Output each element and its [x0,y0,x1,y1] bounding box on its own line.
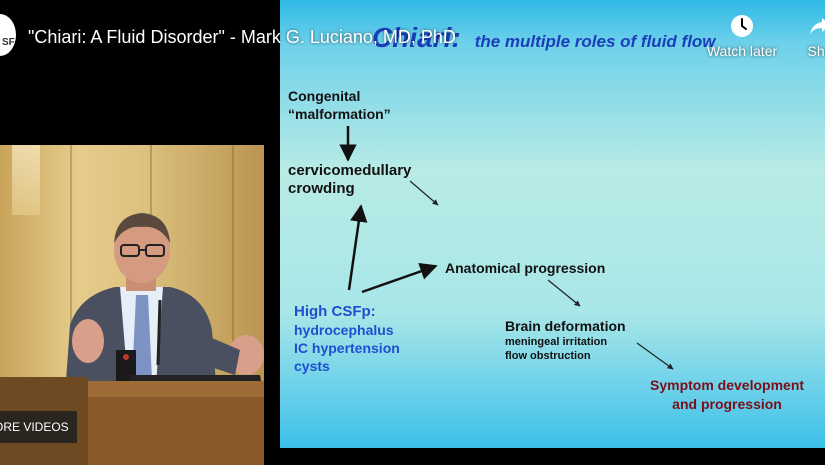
share-arrow-icon [810,18,825,34]
channel-initials: SF [2,37,15,48]
csf-item: IC hypertension [294,340,400,356]
slide-title-subtitle: the multiple roles of fluid flow [474,32,716,51]
csf-block: High CSFp: hydrocephalus IC hypertension… [294,303,400,375]
slide-title: Chiari: the multiple roles of fluid flow [372,22,716,54]
csf-item: cysts [294,358,330,374]
arrow-crowding-down [409,180,439,206]
wall-panel-line [70,145,72,465]
crowding-label: cervicomedullary crowding [288,162,411,198]
arrow-brain-to-symptom [636,342,674,370]
brain-deformation-block: Brain deformation meningeal irritation f… [505,317,626,363]
csf-heading: High CSFp: [294,303,376,320]
symptom-line1: Symptom development [650,377,805,393]
congenital-line1: Congenital [288,88,361,104]
slide-arrows [339,126,674,370]
arrow-csf-to-anatomical [361,262,438,294]
brain-deformation-label: Brain deformation [505,318,626,334]
wall-panel-line [232,145,234,465]
share-button[interactable]: Sha [800,14,825,59]
clock-icon [731,15,753,37]
arrow-csf-to-crowding [347,204,368,291]
slide-title-main: Chiari: [372,22,461,53]
brain-item: meningeal irritation [505,336,608,348]
csf-item: hydrocephalus [294,322,394,338]
presentation-slide: Chiari:the multiple roles of fluid flow … [280,0,825,448]
share-label: Sha [807,43,825,59]
watch-later-label: Watch later [706,43,778,59]
brain-item: flow obstruction [505,350,591,362]
watch-later-button[interactable]: Watch later [700,14,784,59]
more-videos-button[interactable]: ORE VIDEOS [0,411,77,443]
symptom-line2: and progression [672,396,782,412]
anatomical-progression-label: Anatomical progression [445,260,606,276]
congenital-line2: “malformation” [288,106,391,122]
wall-sconce [12,145,40,215]
congenital-label: Congenital “malformation” [288,87,391,123]
symptom-block: Symptom development and progression [650,376,804,414]
speaker-figure [0,213,264,465]
crowding-line1: cervicomedullary [288,162,412,179]
arrow-anatomical-to-brain [547,279,581,307]
video-title[interactable]: "Chiari: A Fluid Disorder" - Mark G. Luc… [28,27,456,47]
channel-avatar[interactable]: SF [0,14,16,56]
crowding-line2: crowding [288,180,355,197]
